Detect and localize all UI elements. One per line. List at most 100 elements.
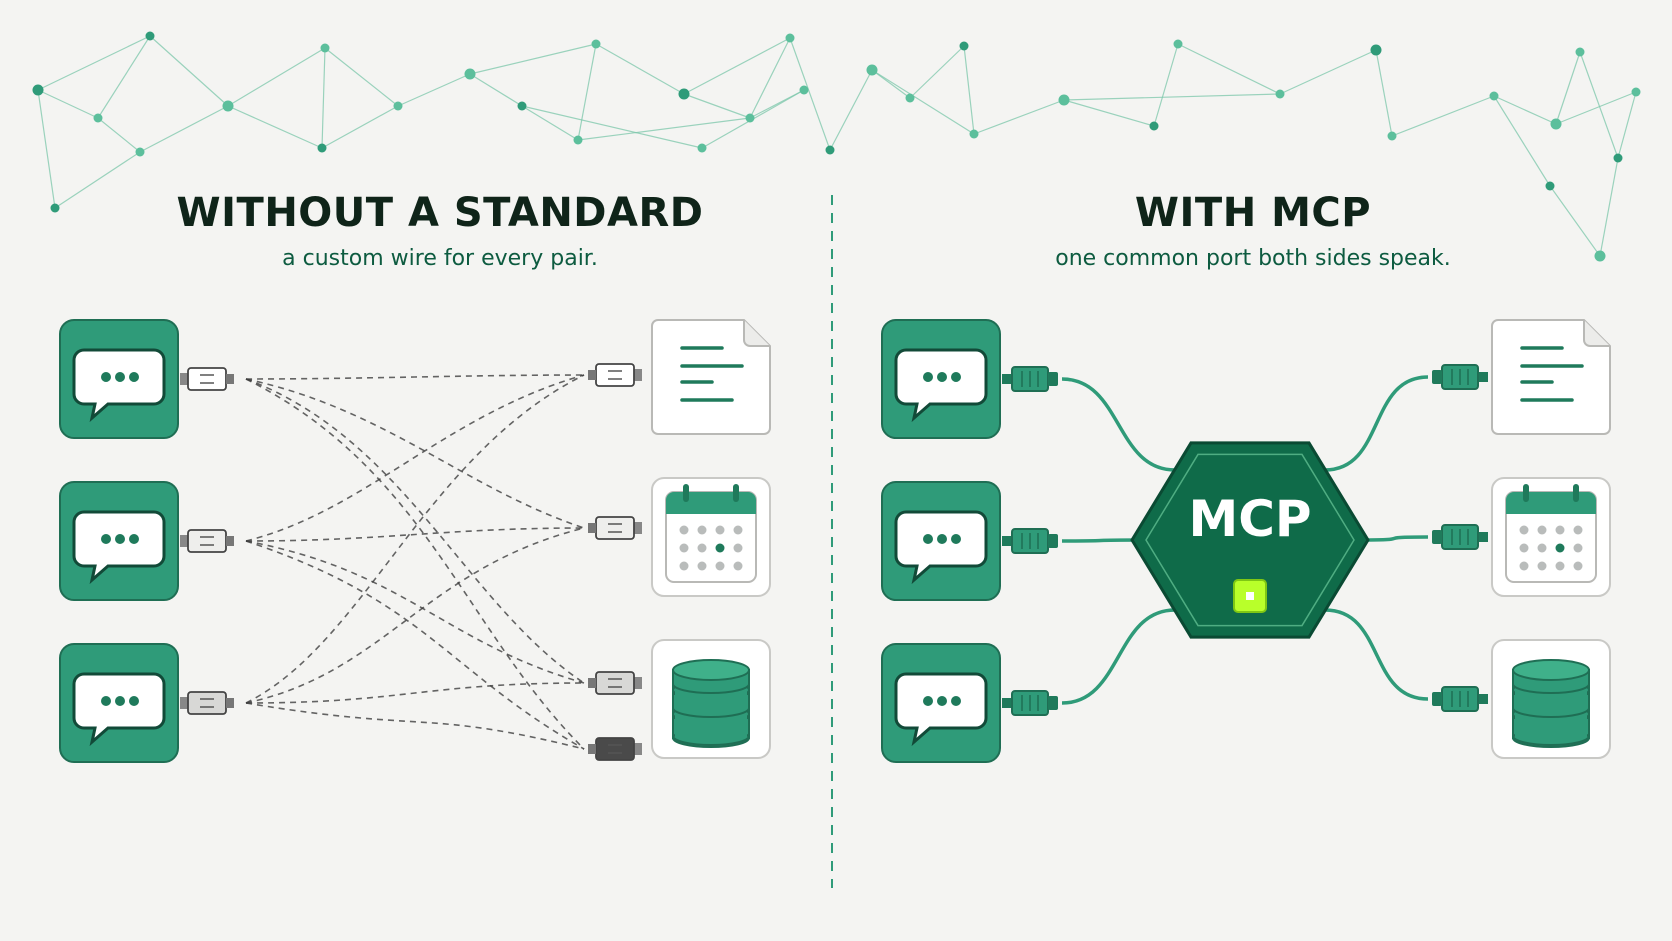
calendar-day bbox=[715, 561, 725, 571]
plug-tip bbox=[588, 523, 596, 533]
network-node bbox=[145, 31, 155, 41]
left-panel-subtitle: a custom wire for every pair. bbox=[282, 246, 598, 271]
database-tool-tile bbox=[651, 639, 771, 759]
chat-dot bbox=[923, 696, 933, 706]
plug-neck bbox=[634, 522, 642, 534]
hub-status-core bbox=[1246, 592, 1254, 600]
network-edge bbox=[97, 117, 141, 153]
plug-connector bbox=[588, 363, 642, 387]
calendar-ring bbox=[1523, 484, 1529, 502]
network-edge bbox=[97, 35, 151, 119]
calendar-day bbox=[1519, 561, 1529, 571]
chat-dot bbox=[129, 534, 139, 544]
calendar-day bbox=[1555, 561, 1565, 571]
right-panel-subtitle: one common port both sides speak. bbox=[1055, 246, 1451, 271]
calendar-day bbox=[1537, 543, 1547, 553]
plug-tip bbox=[1432, 530, 1442, 544]
network-edge bbox=[683, 93, 751, 119]
network-edge bbox=[1391, 95, 1495, 137]
calendar-day bbox=[1519, 543, 1529, 553]
calendar-tool-tile bbox=[1491, 477, 1611, 597]
network-edge bbox=[1177, 43, 1281, 95]
chat-client-tile bbox=[881, 643, 1001, 763]
hub-inner-edge bbox=[1145, 453, 1355, 627]
calendar-day bbox=[697, 543, 707, 553]
chat-client-tile bbox=[59, 481, 179, 601]
chat-bubble-icon bbox=[72, 348, 166, 423]
database-divider bbox=[1512, 707, 1590, 718]
plug-neck bbox=[180, 373, 188, 385]
plug-neck bbox=[1002, 374, 1012, 384]
plug-neck bbox=[180, 697, 188, 709]
network-edge bbox=[749, 89, 805, 119]
calendar-day bbox=[1537, 561, 1547, 571]
calendar-day bbox=[715, 525, 725, 535]
plug-neck bbox=[634, 369, 642, 381]
network-edge bbox=[595, 43, 685, 95]
plug-tip bbox=[226, 536, 234, 546]
plug-tip bbox=[226, 374, 234, 384]
mcp-hub: MCP bbox=[1130, 441, 1370, 639]
custom-wire bbox=[245, 540, 585, 684]
chat-dot bbox=[937, 372, 947, 382]
network-edge bbox=[521, 105, 703, 149]
network-edge bbox=[397, 73, 471, 107]
network-node bbox=[1550, 118, 1562, 130]
calendar-day bbox=[679, 525, 689, 535]
chat-dot bbox=[937, 534, 947, 544]
network-edge bbox=[749, 37, 791, 119]
plug-neck bbox=[1002, 536, 1012, 546]
plug-tip bbox=[588, 744, 596, 754]
network-node bbox=[1631, 87, 1641, 97]
hub-hexagon bbox=[1130, 441, 1370, 639]
network-edge bbox=[577, 117, 751, 141]
network-edge bbox=[963, 45, 975, 135]
plug-connector bbox=[588, 737, 642, 761]
network-node bbox=[32, 84, 44, 96]
network-node bbox=[697, 143, 707, 153]
network-node bbox=[678, 88, 690, 100]
network-node bbox=[866, 64, 878, 76]
plug-neck bbox=[180, 535, 188, 547]
network-edge bbox=[1555, 51, 1581, 125]
network-edge bbox=[324, 47, 399, 107]
network-node bbox=[135, 147, 145, 157]
calendar-tool-tile bbox=[651, 477, 771, 597]
chat-dot bbox=[129, 372, 139, 382]
custom-wire bbox=[245, 702, 585, 750]
calendar-day bbox=[715, 543, 725, 553]
custom-wire bbox=[245, 682, 585, 704]
plug-connector bbox=[1002, 528, 1058, 554]
plug-tip bbox=[1432, 370, 1442, 384]
plug-body bbox=[595, 363, 635, 387]
mcp-wires bbox=[1061, 375, 1429, 705]
left-panel-title: WITHOUT A STANDARD bbox=[176, 190, 704, 236]
custom-wire bbox=[245, 378, 585, 750]
network-node bbox=[317, 143, 327, 153]
hub-label: MCP bbox=[1188, 490, 1311, 548]
network-edge bbox=[973, 99, 1065, 135]
custom-wire bbox=[245, 378, 585, 529]
network-node bbox=[825, 145, 835, 155]
plug-neck bbox=[1478, 694, 1488, 704]
mcp-wire bbox=[1061, 538, 1141, 543]
custom-wire bbox=[245, 527, 585, 704]
plug-tip bbox=[1048, 534, 1058, 548]
network-node bbox=[1173, 39, 1183, 49]
custom-wire bbox=[245, 378, 585, 684]
network-node bbox=[1545, 181, 1555, 191]
mcp-wire bbox=[1324, 375, 1429, 472]
plug-body bbox=[595, 516, 635, 540]
calendar-day bbox=[679, 543, 689, 553]
network-node bbox=[464, 68, 476, 80]
chat-dot bbox=[115, 696, 125, 706]
network-node bbox=[1275, 89, 1285, 99]
mcp-wire bbox=[1324, 608, 1429, 701]
document-tool-tile bbox=[1491, 319, 1611, 435]
custom-wire bbox=[245, 374, 585, 380]
network-node bbox=[1058, 94, 1070, 106]
network-edge bbox=[909, 45, 965, 99]
calendar-day bbox=[1519, 525, 1529, 535]
database-divider bbox=[672, 707, 750, 718]
